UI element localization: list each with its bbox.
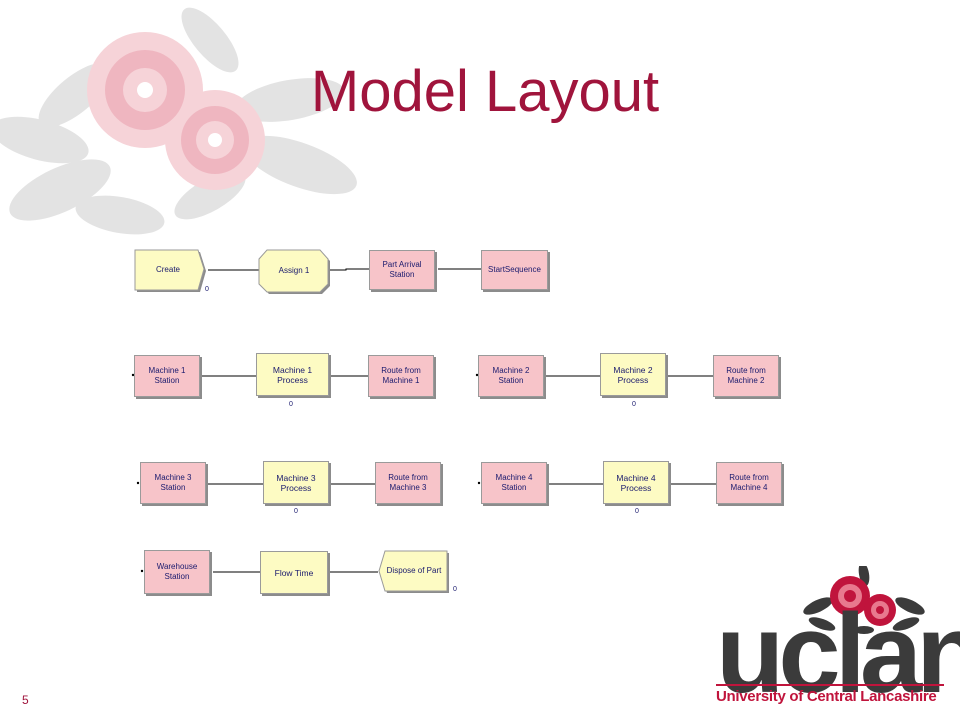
route-from-machine-3[interactable]: Route from Machine 3 — [375, 462, 441, 504]
assign-module-shape[interactable] — [258, 249, 332, 295]
uclan-rose-logo-icon — [803, 566, 925, 634]
machine-4-station[interactable]: Machine 4 Station — [481, 462, 547, 504]
create-counter: 0 — [205, 286, 209, 293]
machine-2-station[interactable]: Machine 2 Station — [478, 355, 544, 397]
machine-3-process[interactable]: Machine 3 Process — [263, 461, 329, 504]
machine-4-process[interactable]: Machine 4 Process — [603, 461, 669, 504]
machine-1-station[interactable]: Machine 1 Station — [134, 355, 200, 397]
route-from-machine-2[interactable]: Route from Machine 2 — [713, 355, 779, 397]
uclan-logo-wordmark: uclan — [716, 591, 960, 716]
machine-4-process-counter: 0 — [635, 508, 639, 515]
part-arrival-station[interactable]: Part Arrival Station — [369, 250, 435, 290]
rose-background-icon — [0, 7, 357, 235]
route-from-machine-4[interactable]: Route from Machine 4 — [716, 462, 782, 504]
page-number: 5 — [22, 693, 29, 707]
assign-module-label: Assign 1 — [278, 266, 310, 275]
dispose-counter: 0 — [453, 586, 457, 593]
machine-1-process-counter: 0 — [289, 401, 293, 408]
machine-3-process-counter: 0 — [294, 508, 298, 515]
machine-2-process-counter: 0 — [632, 401, 636, 408]
dispose-module-label: Dispose of Part — [386, 566, 442, 575]
connector-assign-arrival — [328, 268, 370, 271]
machine-3-station[interactable]: Machine 3 Station — [140, 462, 206, 504]
logo-divider — [716, 684, 944, 686]
warehouse-station[interactable]: Warehouse Station — [144, 550, 210, 594]
start-sequence-station[interactable]: StartSequence — [481, 250, 548, 290]
machine-2-process[interactable]: Machine 2 Process — [600, 353, 666, 396]
create-module-label: Create — [155, 265, 180, 274]
dispose-module-shape[interactable] — [377, 550, 453, 596]
create-module-shape[interactable] — [134, 249, 210, 295]
uclan-logo-subtitle: University of Central Lancashire — [716, 688, 937, 705]
flow-time-module[interactable]: Flow Time — [260, 551, 328, 594]
slide-title: Model Layout — [310, 59, 660, 124]
route-from-machine-1[interactable]: Route from Machine 1 — [368, 355, 434, 397]
machine-1-process[interactable]: Machine 1 Process — [256, 353, 329, 396]
